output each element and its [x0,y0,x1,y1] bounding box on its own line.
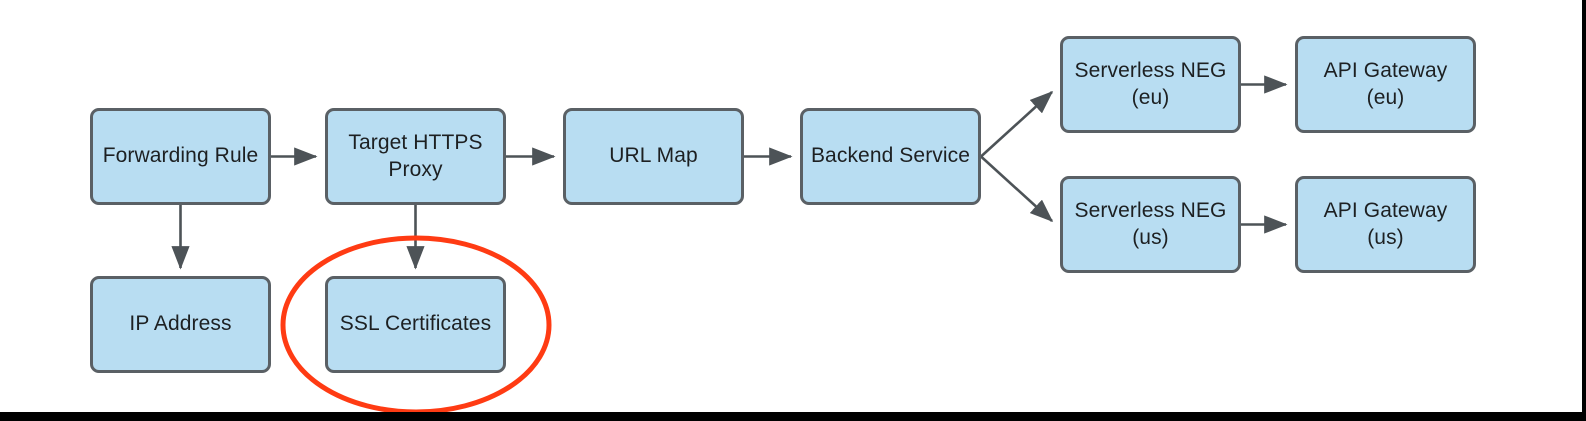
bottom-black-band [0,412,1586,421]
node-api-gateway-us[interactable]: API Gateway (us) [1295,176,1476,273]
node-backend-service[interactable]: Backend Service [800,108,981,205]
node-url-map[interactable]: URL Map [563,108,744,205]
node-api-gateway-eu[interactable]: API Gateway (eu) [1295,36,1476,133]
right-black-band [1582,0,1586,421]
node-serverless-neg-us[interactable]: Serverless NEG (us) [1060,176,1241,273]
node-ip-address[interactable]: IP Address [90,276,271,373]
edge-backend-to-neg-us [980,155,1054,223]
node-serverless-neg-eu[interactable]: Serverless NEG (eu) [1060,36,1241,133]
node-forwarding-rule[interactable]: Forwarding Rule [90,108,271,205]
edge-backend-to-neg-eu [980,90,1054,158]
node-target-https-proxy[interactable]: Target HTTPS Proxy [325,108,506,205]
node-ssl-certificates[interactable]: SSL Certificates [325,276,506,373]
